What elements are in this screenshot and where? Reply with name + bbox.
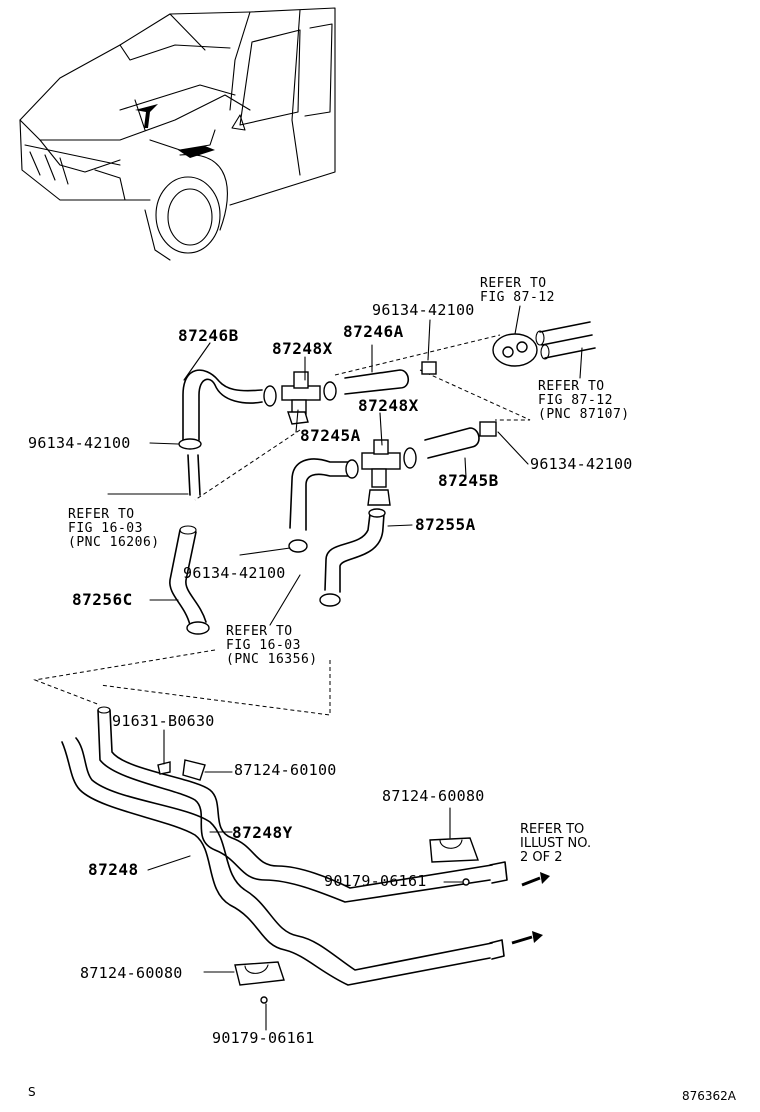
part-number-87248x-mid: 87248X xyxy=(358,396,419,415)
refer-fig-16-03-b: REFER TO FIG 16-03 (PNC 16356) xyxy=(226,624,318,667)
part-number-87248: 87248 xyxy=(88,860,139,879)
refer-fig-87-12-right: REFER TO FIG 87-12 (PNC 87107) xyxy=(538,379,630,422)
corner-mark: S xyxy=(28,1085,36,1099)
part-number-87248y: 87248Y xyxy=(232,823,293,842)
refer-fig-87-12-top: REFER TO FIG 87-12 xyxy=(480,276,555,305)
part-number-87246b: 87246B xyxy=(178,326,239,345)
part-number-87124-60080-top: 87124-60080 xyxy=(382,787,485,805)
part-number-87256c: 87256C xyxy=(72,590,133,609)
part-number-96134-top: 96134-42100 xyxy=(372,301,475,319)
part-number-87124-60100: 87124-60100 xyxy=(234,761,337,779)
part-number-87245a: 87245A xyxy=(300,426,361,445)
part-number-96134-low: 96134-42100 xyxy=(183,564,286,582)
part-number-87245b: 87245B xyxy=(438,471,499,490)
arrow-right-icon xyxy=(511,931,543,945)
figure-code: 876362A xyxy=(682,1089,737,1103)
refer-fig-16-03-a: REFER TO FIG 16-03 (PNC 16206) xyxy=(68,507,160,550)
arrow-right-icon xyxy=(521,872,550,887)
part-number-87248x-top: 87248X xyxy=(272,339,333,358)
part-number-91631: 91631-B0630 xyxy=(112,712,215,730)
part-number-96134-left: 96134-42100 xyxy=(28,434,131,452)
part-number-87255a: 87255A xyxy=(415,515,476,534)
part-number-96134-right: 96134-42100 xyxy=(530,455,633,473)
vehicle-illustration xyxy=(19,7,336,261)
part-number-87246a: 87246A xyxy=(343,322,404,341)
refer-illust-2-of-2: REFER TO ILLUST NO. 2 OF 2 xyxy=(520,822,592,865)
part-number-90179-bottom: 90179-06161 xyxy=(212,1029,315,1047)
part-number-87124-60080-bottom: 87124-60080 xyxy=(80,964,183,982)
part-number-90179-top: 90179-06161 xyxy=(324,872,427,890)
